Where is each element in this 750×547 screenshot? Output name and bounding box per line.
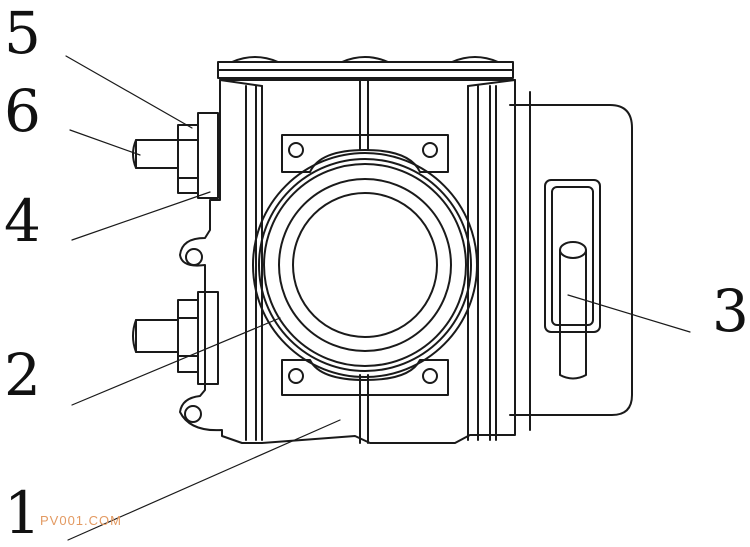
callout-label-1: 1 bbox=[4, 479, 41, 547]
top-cap bbox=[217, 56, 514, 79]
watermark: PV001.COM bbox=[40, 513, 122, 528]
main-body bbox=[179, 79, 516, 444]
callout-label-4: 4 bbox=[4, 187, 41, 255]
callout-label-6: 6 bbox=[4, 77, 41, 145]
upper-fitting bbox=[132, 112, 219, 199]
leader-lines bbox=[65, 55, 691, 541]
side-handle bbox=[544, 179, 601, 380]
mounting-holes bbox=[184, 142, 438, 423]
callout-label-2: 2 bbox=[4, 341, 41, 409]
central-port bbox=[252, 152, 478, 378]
lower-fitting bbox=[132, 291, 219, 385]
callout-label-3: 3 bbox=[712, 277, 749, 345]
callout-label-5: 5 bbox=[4, 0, 41, 67]
flange-plate bbox=[281, 134, 449, 396]
